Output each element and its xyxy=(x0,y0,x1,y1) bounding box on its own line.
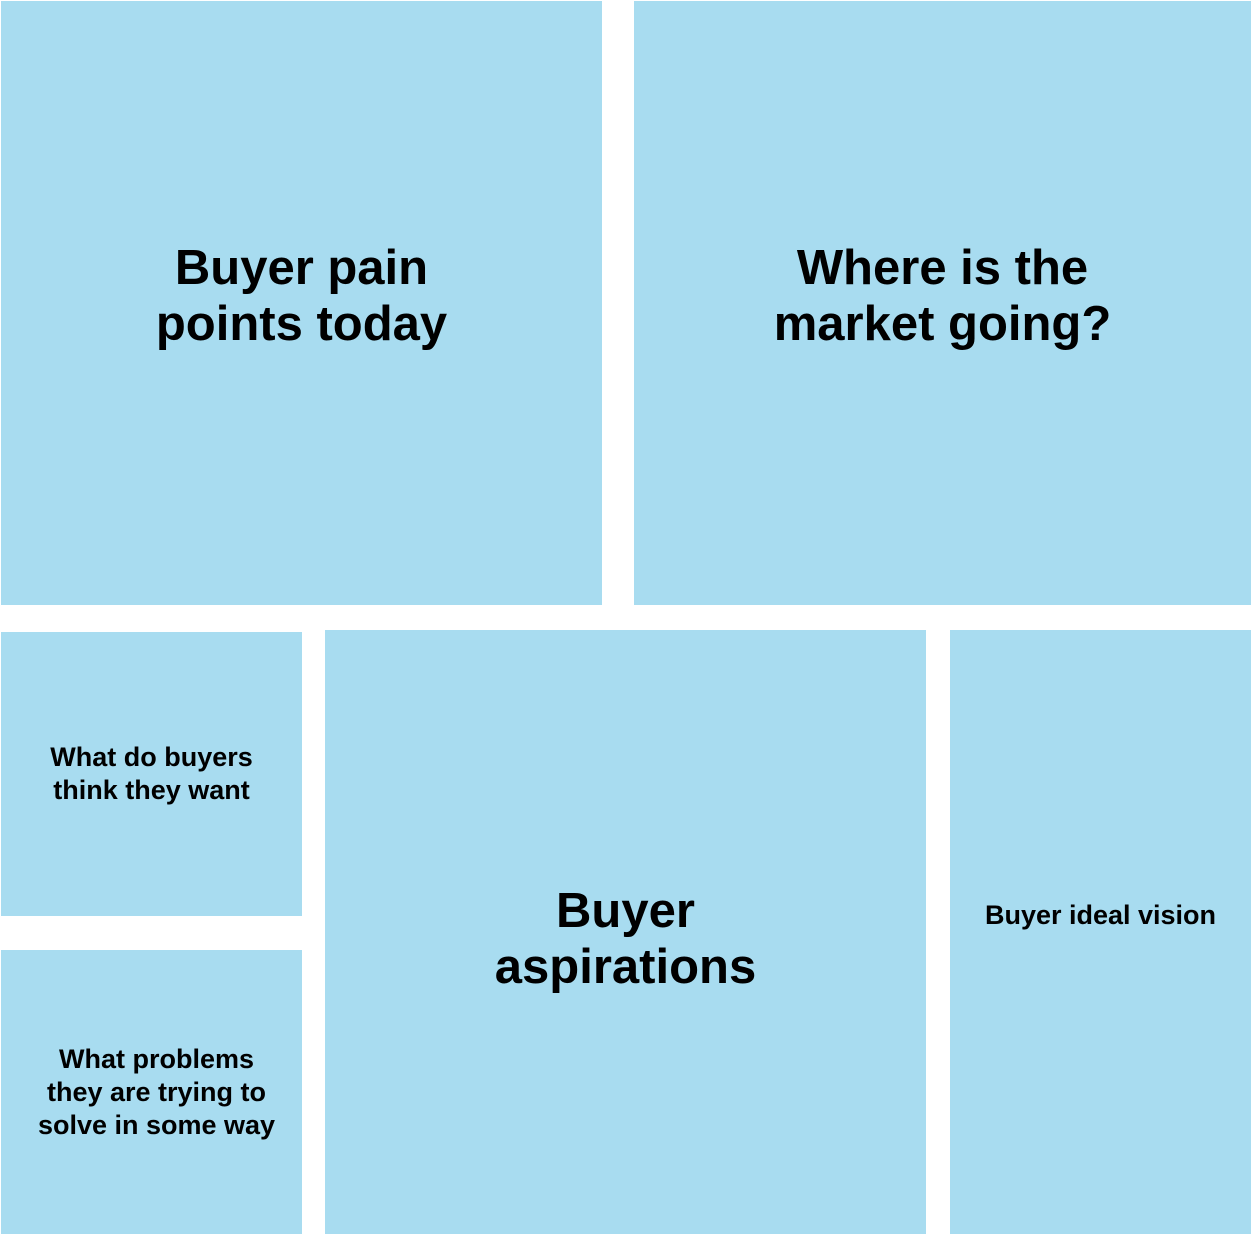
label-line: they are trying to xyxy=(46,1076,267,1107)
market-direction-label: Where is the market going? xyxy=(774,240,1112,352)
label-line: Where is the xyxy=(796,241,1089,295)
buyers-think-want-box: What do buyers think they want xyxy=(1,632,302,916)
label-line: Buyer ideal vision xyxy=(984,899,1217,930)
buyers-think-want-label: What do buyers think they want xyxy=(50,741,253,807)
label-line: Buyer pain xyxy=(174,241,429,295)
market-direction-box: Where is the market going? xyxy=(634,1,1251,605)
buyer-pain-points-box: Buyer pain points today xyxy=(1,1,602,605)
label-line: Buyer xyxy=(556,884,695,938)
label-line: What do buyers xyxy=(50,742,253,772)
problems-to-solve-box: What problems they are trying to solve i… xyxy=(1,950,302,1234)
label-line: aspirations xyxy=(494,940,757,994)
label-line: solve in some way xyxy=(37,1109,276,1140)
buyer-aspirations-box: Buyer aspirations xyxy=(325,630,926,1234)
label-line: market going? xyxy=(773,297,1112,351)
buyer-ideal-vision-box: Buyer ideal vision xyxy=(950,630,1251,1234)
label-line: think they want xyxy=(53,775,250,805)
buyer-pain-points-label: Buyer pain points today xyxy=(156,240,447,352)
problems-to-solve-label: What problems they are trying to solve i… xyxy=(38,1043,275,1142)
buyer-ideal-vision-label: Buyer ideal vision xyxy=(985,899,1216,932)
label-line: What problems xyxy=(58,1043,254,1074)
buyer-aspirations-label: Buyer aspirations xyxy=(495,883,756,995)
label-line: points today xyxy=(155,297,448,351)
